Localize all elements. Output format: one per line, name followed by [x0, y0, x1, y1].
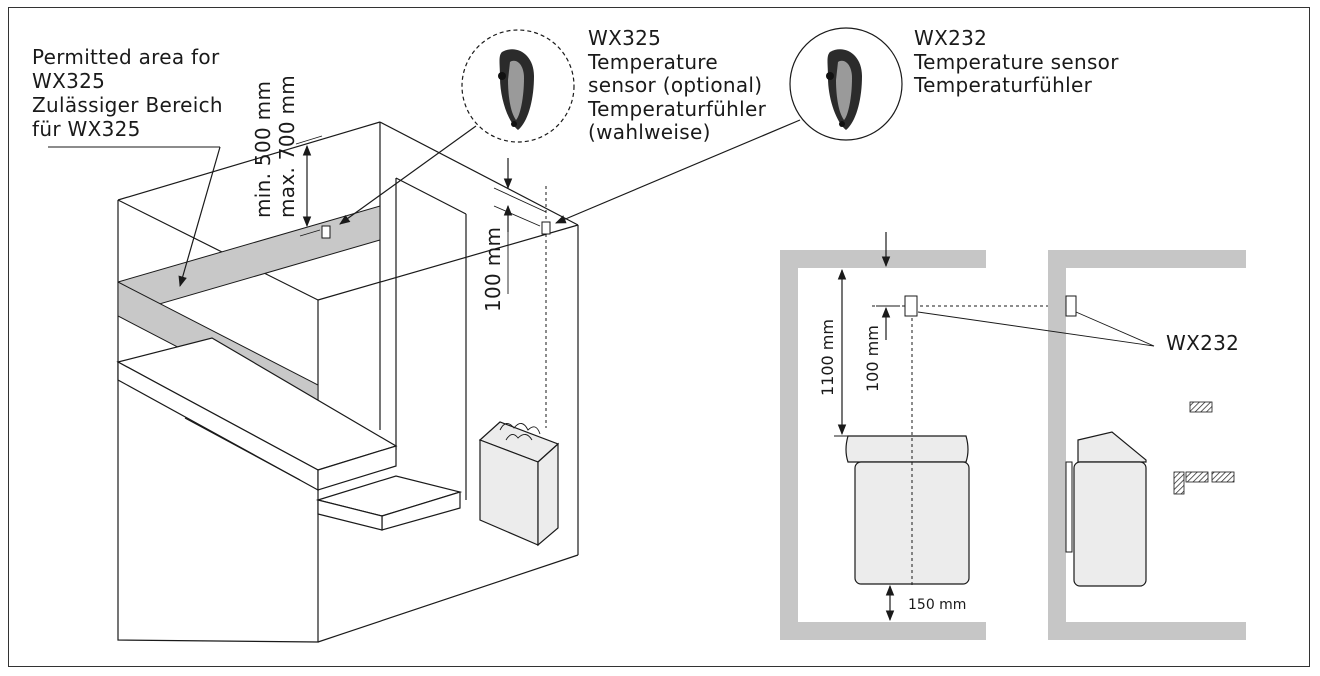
- side-sensor-left: [904, 295, 918, 317]
- wx232-callout-circle: [789, 27, 903, 141]
- heater-isometric: [478, 421, 560, 547]
- side-100mm-label: 100 mm: [863, 325, 882, 392]
- wx232-sensor-icon: [826, 49, 862, 130]
- diagram-frame: [8, 7, 1310, 667]
- permitted-area-back-band: [117, 205, 381, 317]
- bottom-150mm-label: 150 mm: [908, 597, 966, 613]
- wx325-label: WX325 Temperature sensor (optional) Temp…: [587, 26, 773, 144]
- side-wx232-label: WX232: [1166, 331, 1239, 355]
- side-sensor-right: [1065, 295, 1077, 317]
- wx325-sensor-icon: [498, 49, 534, 130]
- side-view-left: [780, 232, 1070, 640]
- iso-100mm-label: 100 mm: [481, 227, 505, 312]
- wx232-sensor-marker: [541, 221, 551, 235]
- wx325-callout-circle: [461, 29, 575, 143]
- permitted-area-label: Permitted area for WX325 Zulässiger Bere…: [32, 45, 230, 141]
- range-min-label: min. 500 mm: [251, 81, 275, 218]
- side-1100mm-label: 1100 mm: [818, 319, 837, 396]
- sauna-isometric: [48, 119, 801, 643]
- wx232-label: WX232 Temperature sensor Temperaturfühle…: [913, 26, 1125, 97]
- side-view-right: [1048, 250, 1246, 640]
- wx325-sensor-marker: [321, 225, 331, 239]
- range-max-label: max. 700 mm: [275, 75, 299, 218]
